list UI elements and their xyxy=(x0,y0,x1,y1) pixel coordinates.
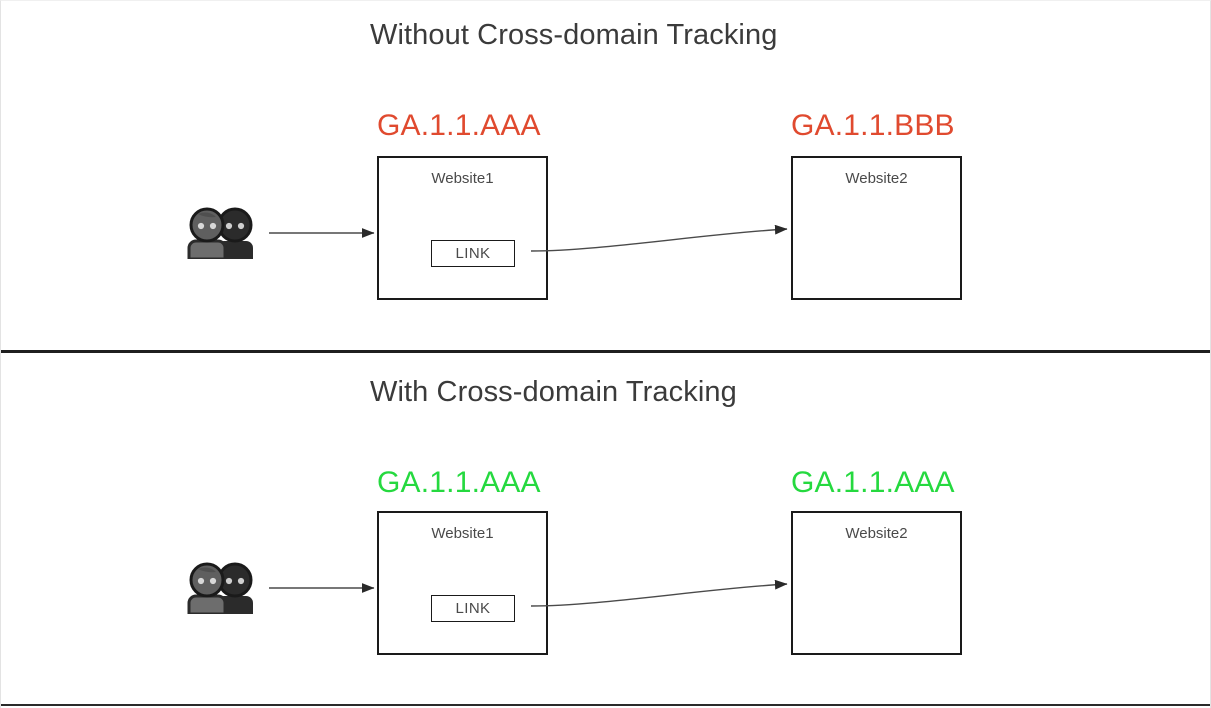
panel-title-top: Without Cross-domain Tracking xyxy=(370,19,778,51)
website2-box-bottom[interactable]: Website2 xyxy=(791,511,962,655)
bottom-border xyxy=(1,704,1210,706)
panel-with-cross-domain-tracking: With Cross-domain Tracking GA.1.1.AAA GA… xyxy=(1,353,1210,705)
panel-without-cross-domain-tracking: Without Cross-domain Tracking GA.1.1.AAA… xyxy=(1,1,1210,351)
website2-label-top: Website2 xyxy=(845,170,908,187)
link-button-top[interactable]: LINK xyxy=(431,240,515,267)
website1-label-top: Website1 xyxy=(431,170,494,187)
website1-label-bottom: Website1 xyxy=(431,525,494,542)
client-id-label-website2-top: GA.1.1.BBB xyxy=(791,109,955,142)
panel-title-bottom: With Cross-domain Tracking xyxy=(370,376,737,408)
website1-box-top[interactable]: Website1 LINK xyxy=(377,156,548,300)
users-icon xyxy=(182,558,260,619)
client-id-label-website2-bottom: GA.1.1.AAA xyxy=(791,466,955,499)
link-button-bottom[interactable]: LINK xyxy=(431,595,515,622)
panel-divider xyxy=(1,350,1210,353)
users-icon xyxy=(182,203,260,264)
client-id-label-website1-bottom: GA.1.1.AAA xyxy=(377,466,541,499)
website2-label-bottom: Website2 xyxy=(845,525,908,542)
website2-box-top[interactable]: Website2 xyxy=(791,156,962,300)
website1-box-bottom[interactable]: Website1 LINK xyxy=(377,511,548,655)
client-id-label-website1-top: GA.1.1.AAA xyxy=(377,109,541,142)
